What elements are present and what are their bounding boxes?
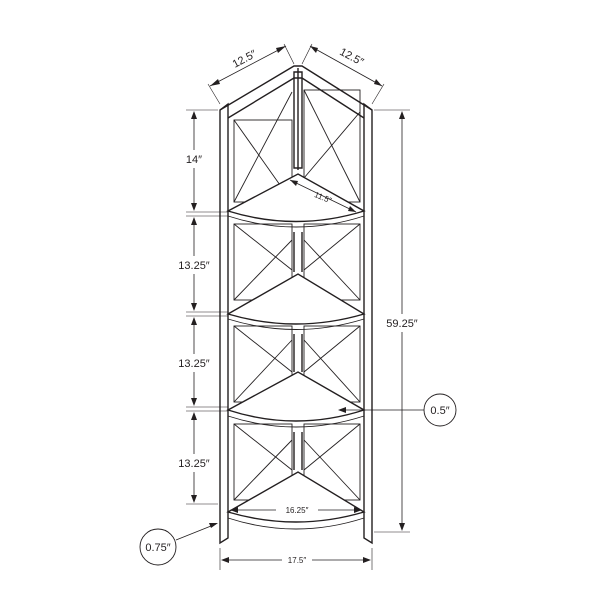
shelf-thickness-label: 0.5″ (430, 405, 449, 417)
section-2-panels (233, 223, 361, 301)
bottom-shelf (226, 471, 366, 530)
shelf-depth-dimension (289, 179, 357, 213)
shelf-thickness-callout (338, 393, 457, 427)
bottom-shelf-width-label: 16.25″ (286, 506, 309, 515)
shelf-frame (219, 65, 373, 545)
top-depth-right-label: 12.5″ (337, 46, 365, 69)
leg-thickness-callout (139, 523, 218, 566)
section-4-height-label: 13.25″ (178, 458, 210, 470)
section-height-dimensions (186, 109, 228, 505)
total-height-label: 59.25″ (386, 318, 418, 330)
leg-thickness-label: 0.75″ (145, 542, 170, 554)
shelf-3 (226, 371, 366, 428)
section-3-panels (233, 325, 361, 403)
section-1-height-label: 14″ (186, 154, 202, 166)
section-2-height-label: 13.25″ (178, 260, 210, 272)
overall-width-label: 17.5″ (288, 556, 307, 565)
section-3-height-label: 13.25″ (178, 358, 210, 370)
shelf-1 (226, 173, 366, 228)
shelf-2 (226, 273, 366, 330)
top-depth-left-label: 12.5″ (231, 48, 259, 71)
